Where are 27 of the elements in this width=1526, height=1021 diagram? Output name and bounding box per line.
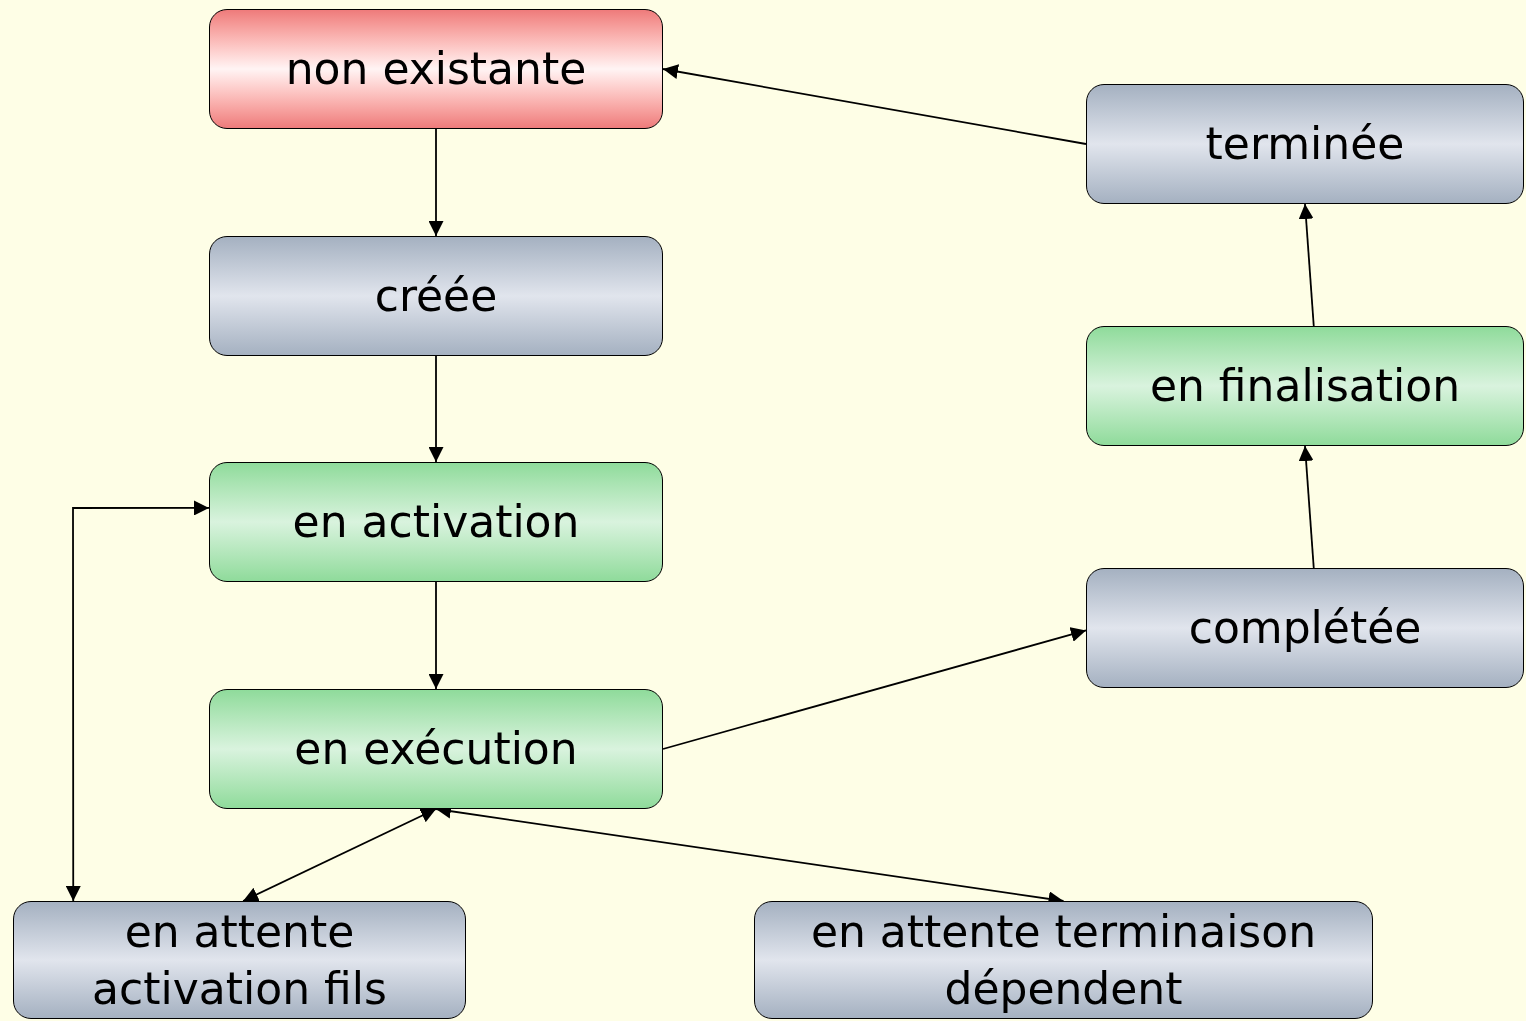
state-box bbox=[209, 236, 663, 356]
arrow bbox=[662, 627, 1087, 750]
state-label: créée bbox=[373, 269, 499, 324]
state-box bbox=[1086, 568, 1524, 688]
start-state-box bbox=[209, 9, 663, 129]
state-box bbox=[13, 901, 466, 1019]
state-label: terminée bbox=[1204, 117, 1406, 172]
arrow bbox=[428, 581, 444, 690]
state-label: en activation bbox=[291, 495, 581, 550]
state-label: en attente terminaison dépendent bbox=[809, 904, 1318, 1016]
state-label: en finalisation bbox=[1148, 359, 1462, 414]
arrow bbox=[242, 808, 437, 902]
arrow bbox=[1298, 203, 1315, 327]
state-box bbox=[1086, 84, 1524, 204]
arrow bbox=[1298, 445, 1315, 569]
arrow bbox=[662, 64, 1087, 145]
active-state-box bbox=[209, 462, 663, 582]
state-box bbox=[754, 901, 1373, 1019]
arrow bbox=[65, 500, 210, 902]
state-label: non existante bbox=[284, 42, 588, 97]
arrow bbox=[428, 355, 444, 463]
active-state-box bbox=[209, 689, 663, 809]
state-label: en attente activation fils bbox=[91, 904, 388, 1016]
state-label: complétée bbox=[1187, 601, 1423, 656]
arrow bbox=[428, 128, 444, 237]
active-state-box bbox=[1086, 326, 1524, 446]
state-label: en exécution bbox=[293, 722, 579, 777]
